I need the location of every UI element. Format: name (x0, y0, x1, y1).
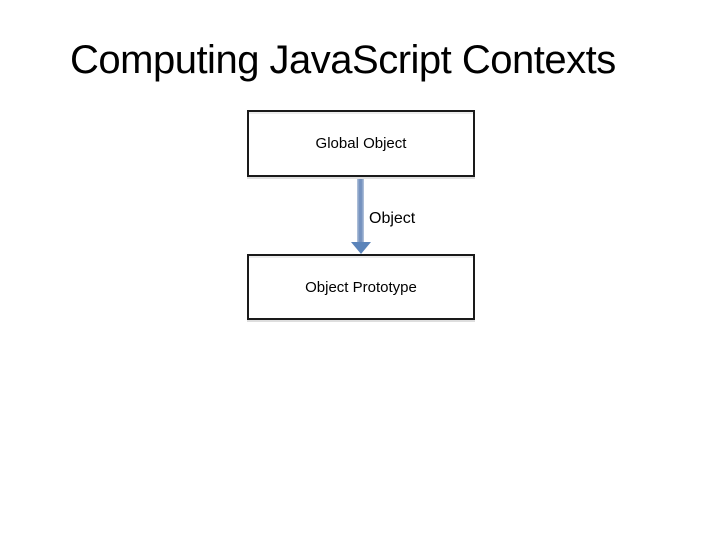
global-object-label: Global Object (315, 135, 407, 152)
slide-title: Computing JavaScript Contexts (70, 38, 616, 82)
object-prototype-label: Object Prototype (305, 278, 417, 296)
edge-label: Object (369, 210, 416, 227)
arrow-shaft (357, 179, 364, 243)
object-prototype-box: Object Prototype (247, 254, 475, 320)
arrow-down-icon (351, 242, 371, 254)
global-object-box: Global Object (247, 110, 475, 177)
